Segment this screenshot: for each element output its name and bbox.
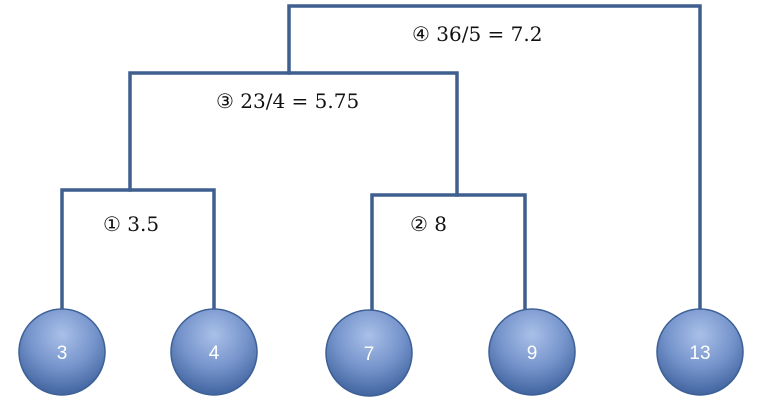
leaf-label-4: 4	[209, 343, 220, 364]
leaf-node-7: 7	[325, 309, 413, 397]
link-merge-4	[287, 4, 702, 310]
leaf-label-7: 7	[364, 344, 375, 365]
leaf-label-9: 9	[527, 343, 538, 364]
leaf-node-4: 4	[170, 308, 258, 396]
link-merge-3	[128, 71, 459, 197]
merge-label-2: ② 8	[410, 212, 447, 236]
leaf-node-9: 9	[488, 308, 576, 396]
leaf-nodes: 3 4 7 9 13	[18, 308, 744, 397]
link-merge-2	[370, 193, 527, 310]
merge-labels: ④ 36/5 = 7.2 ③ 23/4 = 5.75 ① 3.5 ② 8	[103, 22, 542, 236]
leaf-node-3: 3	[18, 308, 106, 396]
merge-label-1: ① 3.5	[103, 212, 159, 236]
leaf-node-13: 13	[656, 308, 744, 396]
leaf-label-3: 3	[57, 343, 68, 364]
merge-label-3: ③ 23/4 = 5.75	[216, 89, 359, 113]
link-merge-1	[60, 188, 216, 310]
leaf-label-13: 13	[689, 343, 710, 364]
dendrogram-links	[60, 4, 702, 310]
merge-label-4: ④ 36/5 = 7.2	[412, 22, 542, 46]
